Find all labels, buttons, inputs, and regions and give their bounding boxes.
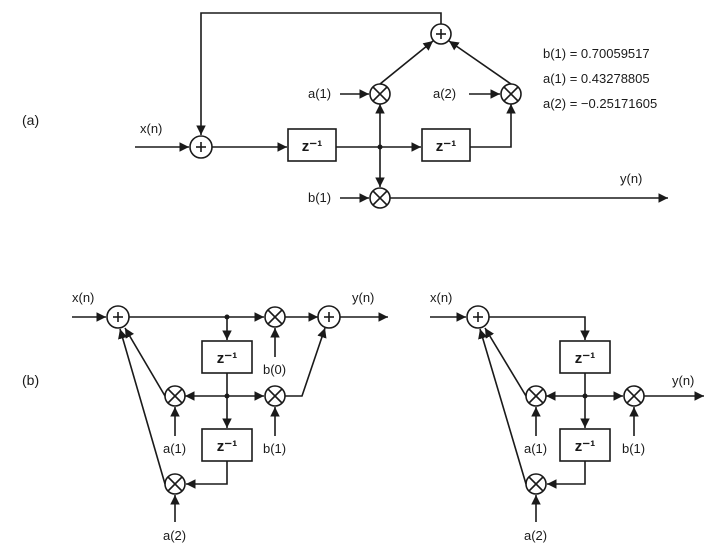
panel-a-delay-1: z⁻¹ [287,128,337,162]
panel-a-feedback-path [196,12,442,135]
panel-b-left-wire-a2-to-sum [118,328,166,485]
panel-a-wire-a1-to-adder [379,40,434,85]
panel-a-gain-b1: b(1) [308,190,331,205]
panel-a-wire-a2-to-adder [448,40,512,85]
panel-a-delay-1-label: z⁻¹ [302,138,322,155]
panel-b-right-delay-1: z⁻¹ [559,340,611,374]
panel-b-left-output-label: y(n) [352,290,374,305]
panel-a-coef-a2: a(2) = −0.25171605 [543,96,657,111]
panel-b-left-input-label: x(n) [72,290,94,305]
panel-b-left-wire-to-a2 [186,461,228,489]
panel-b-right-delay-1-label: z⁻¹ [575,350,595,367]
panel-a: (a) x(n) z⁻¹ z⁻¹ [22,12,668,209]
panel-b-right-wire-to-a2 [547,461,586,489]
panel-a-multiplier-a1 [369,83,391,105]
panel-a-multiplier-a2 [500,83,522,105]
panel-b-right-delay-2-label: z⁻¹ [575,438,595,455]
panel-b-left-delay-1: z⁻¹ [201,340,253,374]
panel-b-left-multiplier-b0 [264,306,286,328]
panel-a-output-label: y(n) [620,171,642,186]
panel-b-right: x(n) z⁻¹ a(1) b(1) y(n) [430,290,704,543]
panel-a-delay-2-label: z⁻¹ [436,138,456,155]
panel-b-left-delay-1-label: z⁻¹ [217,350,237,367]
panel-a-gain-a2: a(2) [433,86,456,101]
panel-b-right-multiplier-b1 [623,385,645,407]
panel-b-right-gain-b1: b(1) [622,441,645,456]
panel-b-left-wire-a1-to-sum [124,327,166,397]
panel-b-right-wire-a1-to-sum [484,327,527,397]
panel-a-feedback-adder [430,23,452,45]
panel-b-left-output-adder [317,305,341,329]
panel-b-left-multiplier-b1 [264,385,286,407]
panel-b-left-delay-2-label: z⁻¹ [217,438,237,455]
panel-a-coef-a1: a(1) = 0.43278805 [543,71,650,86]
panel-b-left-multiplier-a1 [164,385,186,407]
panel-a-delay-2: z⁻¹ [421,128,471,162]
panel-b-label: (b) [22,372,39,388]
panel-b-right-input-label: x(n) [430,290,452,305]
panel-a-input-label: x(n) [140,121,162,136]
panel-a-gain-a1: a(1) [308,86,331,101]
panel-b-left-gain-b1: b(1) [263,441,286,456]
panel-b-left-multiplier-a2 [164,473,186,495]
panel-b-right-delay-2: z⁻¹ [559,428,611,462]
panel-b-left: x(n) b(0) y(n) z⁻¹ [72,290,388,543]
panel-b-right-multiplier-a1 [525,385,547,407]
panel-b-right-gain-a2: a(2) [524,528,547,543]
panel-b-left-gain-a2: a(2) [163,528,186,543]
panel-a-wire-to-a2 [470,104,516,148]
panel-b-left-input-adder [106,305,130,329]
panel-a-label: (a) [22,112,39,128]
panel-b-left-gain-a1: a(1) [163,441,186,456]
panel-a-coef-b1: b(1) = 0.70059517 [543,46,650,61]
panel-b-left-wire-b1-to-sum [285,327,327,397]
panel-b-right-input-adder [466,305,490,329]
panel-b-right-wire-a2-to-sum [478,328,527,485]
panel-b-right-gain-a1: a(1) [524,441,547,456]
panel-b-left-delay-2: z⁻¹ [201,428,253,462]
panel-b-right-multiplier-a2 [525,473,547,495]
panel-b-right-output-label: y(n) [672,373,694,388]
panel-a-multiplier-b1 [369,187,391,209]
panel-b-right-wire-to-delay1 [489,316,590,340]
panel-b-left-gain-b0: b(0) [263,362,286,377]
panel-a-input-adder [189,135,213,159]
